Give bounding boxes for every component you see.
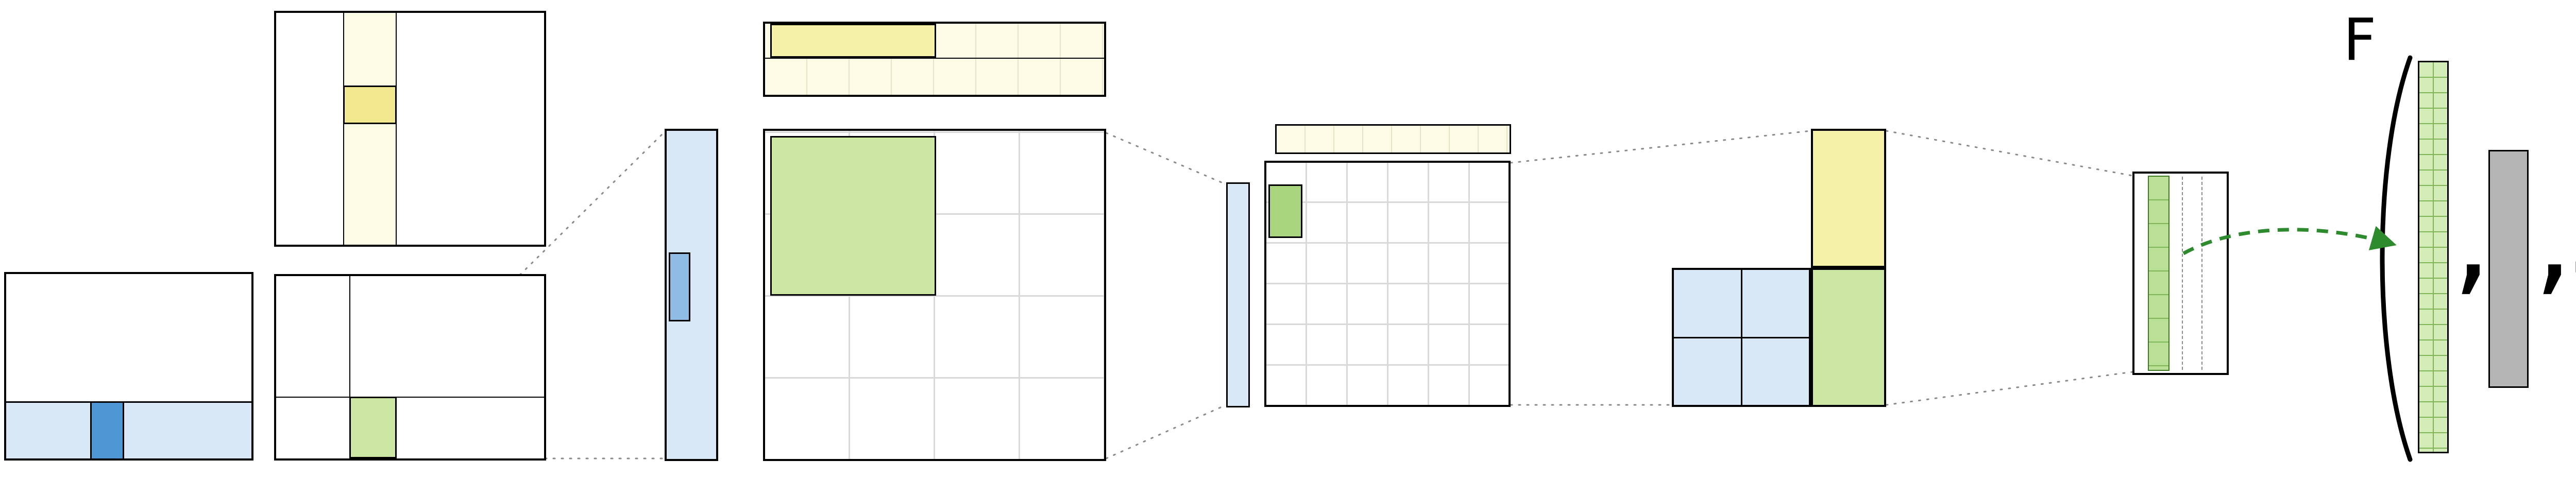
expanded-matrix: [763, 129, 1106, 461]
zoom-connector-line: [1885, 130, 2133, 177]
argument-separator: ,: [2534, 165, 2573, 309]
small-matrix-green-cell: [1268, 184, 1302, 238]
function-arg-gray-bar: [2488, 150, 2529, 388]
stacked-block-green: [1811, 268, 1886, 407]
zoom-connector-line: [1885, 371, 2133, 406]
matrix-divider-horizontal: [276, 397, 544, 398]
column-vector-highlight-segment: [669, 252, 690, 321]
row-vector-yellow-block: [770, 24, 936, 58]
left-matrix: [4, 272, 253, 461]
function-label: F: [2343, 7, 2377, 74]
small-grid-matrix: [1264, 161, 1511, 407]
ellipsis: ⋯: [2566, 220, 2576, 308]
selected-cell-yellow: [343, 86, 397, 124]
zoom-connector-line: [1510, 130, 1812, 164]
small-column-vector-blue: [1226, 182, 1250, 407]
argument-separator: ,: [2452, 165, 2492, 309]
zoom-connector-line: [396, 131, 666, 398]
small-row-vector-ivory: [1275, 124, 1511, 154]
sliced-matrix: [2132, 172, 2229, 375]
omitted-column-dashed-line: [2182, 177, 2183, 370]
block-divider-horizontal: [1674, 337, 1809, 338]
zoom-connector-line: [1105, 404, 1227, 459]
matrix-divider-vertical: [349, 276, 350, 458]
function-arg-green-vector: [2418, 61, 2449, 453]
highlight-column-ivory: [343, 13, 397, 245]
stacked-block-yellow: [1811, 129, 1886, 268]
sliced-matrix-green-column: [2148, 176, 2170, 371]
expanded-green-block: [770, 136, 936, 296]
row-vector-yellow: [763, 22, 1106, 97]
column-vector-blue: [665, 129, 718, 461]
row-highlight-matrix: [274, 274, 546, 461]
left-matrix-highlight-row: [6, 401, 251, 458]
omitted-column-dashed-line: [2201, 177, 2202, 370]
blue-2x2-block: [1672, 268, 1811, 407]
zoom-connector-line: [1105, 132, 1227, 185]
column-highlight-matrix: [274, 11, 546, 247]
selected-cell-green: [349, 397, 397, 458]
left-matrix-selected-cell-blue: [90, 403, 124, 458]
row-vector-divider: [765, 58, 1104, 59]
